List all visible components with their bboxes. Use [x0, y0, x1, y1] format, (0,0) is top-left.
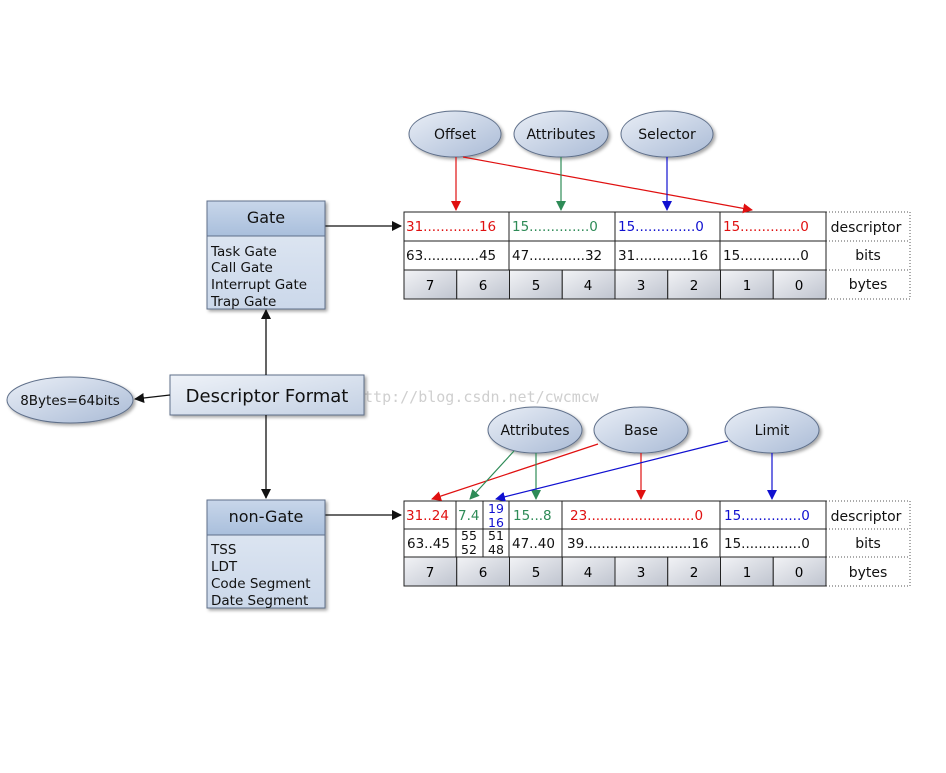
base-label: Base	[624, 423, 658, 439]
gate-table: 7 6 5 4 3 2 1 0 31.............16 15....…	[403, 211, 911, 300]
gate-title: Gate	[247, 208, 285, 227]
attributes-ellipse: Attributes	[513, 110, 609, 158]
nongate-descriptor-cell: 19	[488, 501, 504, 516]
nongate-bytes-row: 7 6 5 4 3 2 1 0	[403, 556, 827, 587]
nongate-bits-cell: 63..45	[407, 536, 450, 552]
nongate-bits-cell: 39.........................16	[567, 536, 709, 552]
nongate-descriptor-cell: 15..............0	[724, 508, 810, 524]
nongate-node: non-Gate TSS LDT Code Segment Date Segme…	[206, 499, 326, 609]
row-label-bytes: bytes	[849, 565, 888, 581]
byte-cell: 7	[426, 565, 435, 581]
nongate-bits-cell: 52	[461, 542, 477, 557]
gate-arrows	[451, 156, 753, 214]
size-label: 8Bytes=64bits	[20, 393, 120, 409]
byte-cell: 3	[637, 565, 646, 581]
gate-bytes-row: 7 6 5 4 3 2 1 0	[403, 269, 827, 300]
row-label-bits: bits	[855, 536, 881, 552]
gate-item: Task Gate	[210, 244, 277, 260]
nongate-bits-cell: 15..............0	[724, 536, 810, 552]
byte-cell: 4	[584, 278, 593, 294]
gate-bits-cell: 63.............45	[406, 248, 496, 264]
gate-descriptor-cell: 15..............0	[618, 219, 704, 235]
attributes-ellipse: Attributes	[487, 406, 583, 454]
selector-ellipse: Selector	[620, 110, 714, 158]
byte-cell: 0	[795, 565, 804, 581]
nongate-bits-cell: 55	[461, 528, 477, 543]
attributes-label: Attributes	[526, 127, 595, 143]
row-label-descriptor: descriptor	[831, 509, 902, 525]
watermark-text: http://blog.csdn.net/cwcmcw	[355, 388, 600, 406]
byte-cell: 3	[637, 278, 646, 294]
nongate-descriptor-cell: 31..24	[406, 508, 449, 524]
nongate-title: non-Gate	[229, 507, 304, 526]
nongate-item: Code Segment	[211, 576, 311, 592]
gate-bits-cell: 15..............0	[723, 248, 809, 264]
nongate-descriptor-cell: 15...8	[513, 508, 552, 524]
byte-cell: 0	[795, 278, 804, 294]
gate-descriptor-cell: 31.............16	[406, 219, 496, 235]
nongate-item: LDT	[211, 559, 238, 575]
row-label-descriptor: descriptor	[831, 220, 902, 236]
byte-cell: 1	[743, 278, 752, 294]
gate-item: Call Gate	[211, 260, 273, 276]
gate-bits-cell: 31.............16	[618, 248, 708, 264]
gate-bits-cell: 47.............32	[512, 248, 602, 264]
row-label-bytes: bytes	[849, 277, 888, 293]
descriptor-format-label: Descriptor Format	[186, 386, 349, 407]
center-connectors	[134, 221, 402, 520]
byte-cell: 5	[532, 278, 541, 294]
row-label-bits: bits	[855, 248, 881, 264]
nongate-item: TSS	[210, 542, 236, 558]
byte-cell: 2	[690, 565, 699, 581]
limit-label: Limit	[755, 423, 790, 439]
offset-label: Offset	[434, 127, 477, 143]
nongate-item: Date Segment	[211, 593, 308, 609]
gate-item: Interrupt Gate	[211, 277, 307, 293]
byte-cell: 2	[690, 278, 699, 294]
size-ellipse: 8Bytes=64bits	[6, 376, 134, 424]
nongate-table: 7 6 5 4 3 2 1 0 31..24 7.4 19 16 15...8 …	[403, 500, 911, 587]
gate-item: Trap Gate	[210, 294, 276, 310]
offset-ellipse: Offset	[408, 110, 502, 158]
base-ellipse: Base	[593, 406, 689, 454]
descriptor-format-node: Descriptor Format	[169, 374, 365, 416]
nongate-arrows	[431, 440, 777, 502]
nongate-descriptor-cell: 7.4	[458, 508, 479, 524]
byte-cell: 1	[743, 565, 752, 581]
byte-cell: 4	[584, 565, 593, 581]
byte-cell: 7	[426, 278, 435, 294]
byte-cell: 6	[479, 565, 488, 581]
nongate-bits-cell: 48	[488, 542, 504, 557]
byte-cell: 5	[532, 565, 541, 581]
gate-descriptor-cell: 15..............0	[723, 219, 809, 235]
gate-ellipses: Offset Attributes Selector	[408, 110, 714, 158]
limit-ellipse: Limit	[724, 406, 820, 454]
nongate-bits-cell: 51	[488, 528, 504, 543]
byte-cell: 6	[479, 278, 488, 294]
nongate-descriptor-cell: 23.........................0	[570, 508, 703, 524]
selector-label: Selector	[638, 127, 696, 143]
attributes-label: Attributes	[500, 423, 569, 439]
nongate-ellipses: Attributes Base Limit	[487, 406, 820, 454]
gate-descriptor-cell: 15..............0	[512, 219, 598, 235]
nongate-bits-cell: 47..40	[512, 536, 555, 552]
nongate-descriptor-cell: 16	[488, 515, 504, 530]
gate-node: Gate Task Gate Call Gate Interrupt Gate …	[206, 200, 326, 310]
